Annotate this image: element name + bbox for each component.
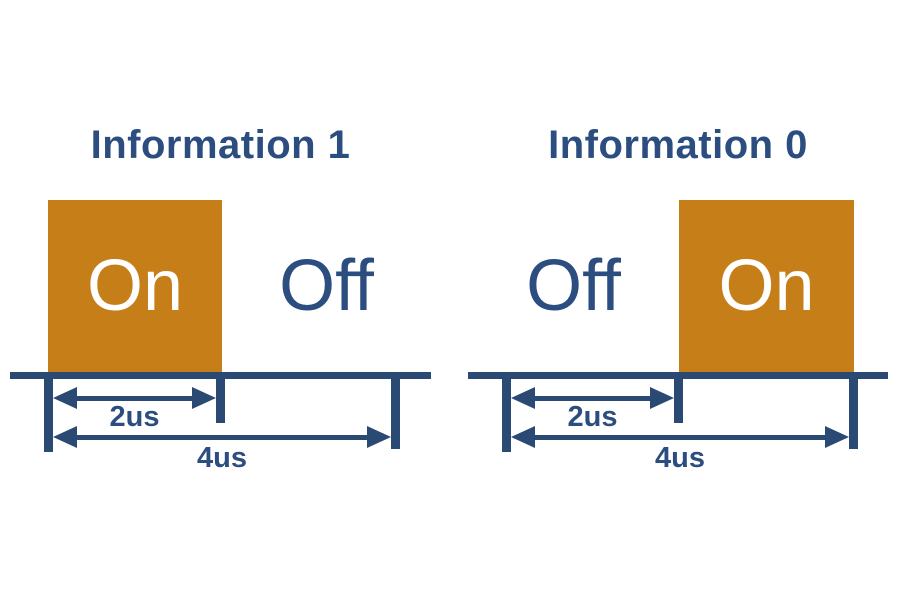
tick-start <box>44 372 53 452</box>
tick-middle <box>674 372 683 423</box>
dimension-line <box>523 396 662 401</box>
tick-middle <box>216 372 225 423</box>
tick-start <box>502 372 511 452</box>
arrowhead-right-icon <box>825 426 849 448</box>
dimension-label-4us: 4us <box>197 442 247 474</box>
dimension-arrow-4us <box>53 426 391 448</box>
dimension-line <box>523 435 837 440</box>
dimension-arrow-2us <box>511 387 674 409</box>
on-label: On <box>86 246 184 326</box>
tick-end <box>849 372 858 449</box>
panel-title: Information 1 <box>90 123 351 167</box>
panel-information-1: Information 1 On Off 2us 4us <box>10 0 431 600</box>
arrowhead-right-icon <box>367 426 391 448</box>
off-label: Off <box>526 246 621 326</box>
off-region: Off <box>468 200 679 372</box>
on-pulse-block: On <box>679 200 854 372</box>
panel-information-0: Information 0 Off On 2us 4us <box>468 0 888 600</box>
off-label: Off <box>279 246 374 326</box>
dimension-label-4us: 4us <box>655 442 705 474</box>
panel-title: Information 0 <box>548 123 808 167</box>
dimension-arrow-2us <box>53 387 216 409</box>
dimension-label-2us: 2us <box>109 401 160 433</box>
dimension-arrow-4us <box>511 426 849 448</box>
arrowhead-right-icon <box>192 387 216 409</box>
dimension-line <box>65 435 379 440</box>
dimension-label-2us: 2us <box>567 401 618 433</box>
on-pulse-block: On <box>48 200 222 372</box>
arrowhead-right-icon <box>650 387 674 409</box>
tick-end <box>391 372 400 449</box>
dimension-line <box>65 396 204 401</box>
on-label: On <box>718 246 815 326</box>
off-region: Off <box>222 200 431 372</box>
